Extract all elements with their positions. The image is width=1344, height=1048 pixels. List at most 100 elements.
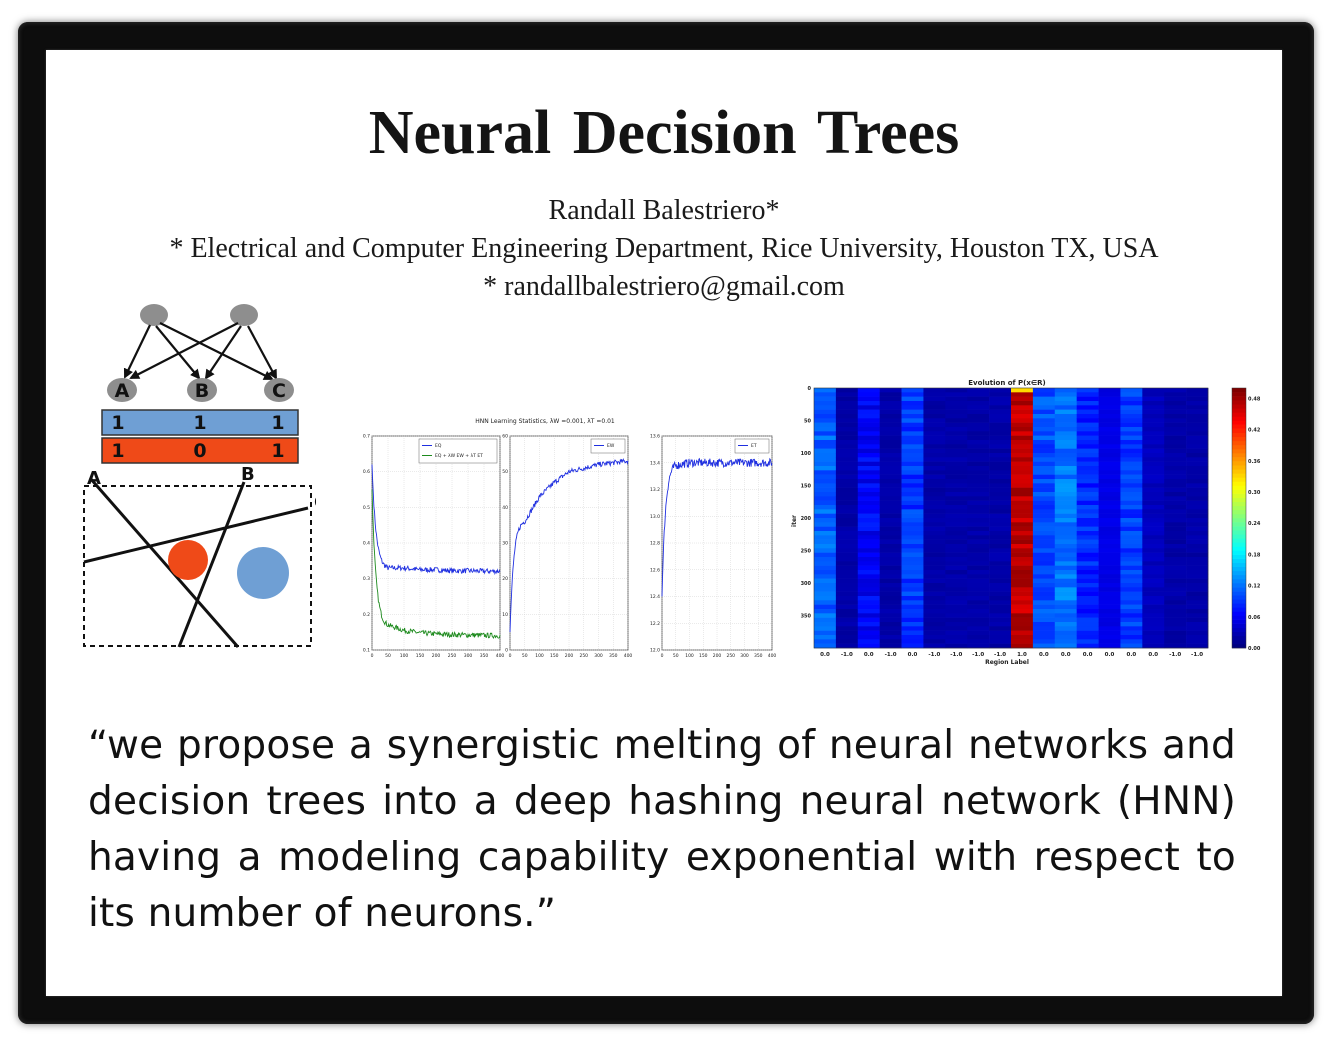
heatmap-cell [835, 513, 859, 519]
heatmap-cell [1164, 396, 1187, 402]
heatmap-cell [1186, 396, 1209, 402]
heatmap-cell [1120, 617, 1143, 623]
heatmap-cell [835, 552, 859, 558]
heatmap-cell [1098, 531, 1121, 536]
heatmap-cell [857, 583, 880, 588]
heatmap-cell [1164, 479, 1187, 484]
heatmap-cell [1120, 405, 1143, 410]
heatmap-cell [989, 440, 1012, 445]
heatmap-cell [945, 505, 968, 510]
heatmap-cell [857, 617, 880, 623]
x-tick-label: 300 [594, 653, 603, 659]
x-tick-label: 150 [416, 653, 425, 659]
heatmap-cell [1120, 440, 1143, 445]
heatmap-cell [1186, 448, 1209, 454]
y-tick-label: 0.2 [363, 612, 370, 618]
heatmap-cell [901, 392, 924, 397]
heatmap-cell [1120, 479, 1143, 484]
heatmap-cell [901, 461, 924, 467]
x-tick-label: 250 [448, 653, 457, 659]
heatmap-cell [1142, 461, 1165, 467]
heatmap-cell [879, 435, 902, 441]
colorbar-step [1232, 420, 1246, 425]
heatmap-cell [923, 591, 946, 597]
heatmap-cell [835, 635, 859, 640]
code-red-0: 1 [111, 440, 124, 462]
heatmap-cell [814, 509, 837, 514]
code-blue-2: 1 [271, 412, 284, 434]
heatmap-cell [1142, 418, 1165, 423]
heatmap-cell [814, 613, 837, 618]
heatmap-cell [814, 461, 837, 467]
heatmap-cell [835, 414, 859, 419]
heatmap-cell [879, 544, 902, 549]
heatmap-cell [835, 396, 859, 402]
heatmap-cell [1142, 431, 1165, 436]
heatmap-cell [1054, 574, 1077, 579]
heatmap-cell [1032, 427, 1056, 432]
heatmap-cell [1120, 422, 1143, 428]
heatmap-cell [1142, 565, 1165, 571]
heatmap-cell [879, 539, 902, 545]
heatmap-cell [1032, 570, 1056, 575]
heatmap-cell [1032, 574, 1056, 579]
heatmap-cell [1120, 548, 1143, 553]
heatmap-cell [1076, 474, 1099, 480]
heatmap-cell [989, 448, 1012, 454]
heatmap-cell [1164, 466, 1187, 471]
heatmap-cell [1011, 557, 1034, 562]
line-c-label: C [314, 492, 316, 513]
heatmap-cell [923, 526, 946, 532]
heatmap-cell [923, 518, 946, 523]
heatmap-cell [967, 596, 990, 601]
heatmap-cell [945, 544, 968, 549]
heatmap-cell [1011, 609, 1034, 614]
colorbar-step [1232, 497, 1246, 503]
colorbar-step [1232, 603, 1246, 608]
heatmap-cell [1120, 531, 1143, 536]
colorbar-step [1232, 408, 1246, 413]
heatmap-cell [1032, 583, 1056, 588]
heatmap-cell [901, 639, 924, 644]
heatmap-cell [1076, 405, 1099, 410]
heatmap-cell [989, 574, 1012, 579]
heatmap-cell [923, 496, 946, 501]
heatmap-cell [814, 570, 837, 575]
heatmap-cell [814, 414, 837, 419]
heatmap-cell [814, 487, 837, 493]
heatmap-cell [989, 600, 1012, 605]
heatmap-cell [879, 609, 902, 614]
heatmap-cell [879, 492, 902, 497]
heatmap-cell [1076, 457, 1099, 462]
heatmap-cell [857, 578, 880, 584]
code-red-1: 0 [193, 440, 206, 462]
heatmap-cell [945, 561, 968, 566]
heatmap-cell [1186, 405, 1209, 410]
heatmap-cell [879, 626, 902, 631]
heatmap-cell [857, 440, 880, 445]
heatmap-cell [814, 505, 837, 510]
heatmap-cell [879, 565, 902, 571]
heatmap-cell [1164, 613, 1187, 618]
colorbar-step [1232, 469, 1246, 474]
heatmap-cell [857, 401, 880, 406]
y-tick-label: 0.7 [363, 434, 370, 440]
heatmap-cell [945, 409, 968, 415]
heatmap-cell [879, 583, 902, 588]
heatmap-cell [1120, 596, 1143, 601]
heatmap-cell [1011, 552, 1034, 558]
heatmap-cell [945, 531, 968, 536]
heatmap-cell [1032, 453, 1056, 458]
heatmap-cell [901, 431, 924, 436]
heatmap-cell [835, 401, 859, 406]
x-tick-label: 300 [740, 653, 749, 659]
heatmap-cell [835, 518, 859, 523]
heatmap-cell [1142, 544, 1165, 549]
heatmap-cell [1120, 635, 1143, 640]
heatmap-cell [814, 518, 837, 523]
heatmap-cell [1164, 500, 1187, 506]
x-tick-label: 100 [400, 653, 409, 659]
heatmap-cell [1142, 487, 1165, 493]
heatmap-cell [835, 587, 859, 592]
